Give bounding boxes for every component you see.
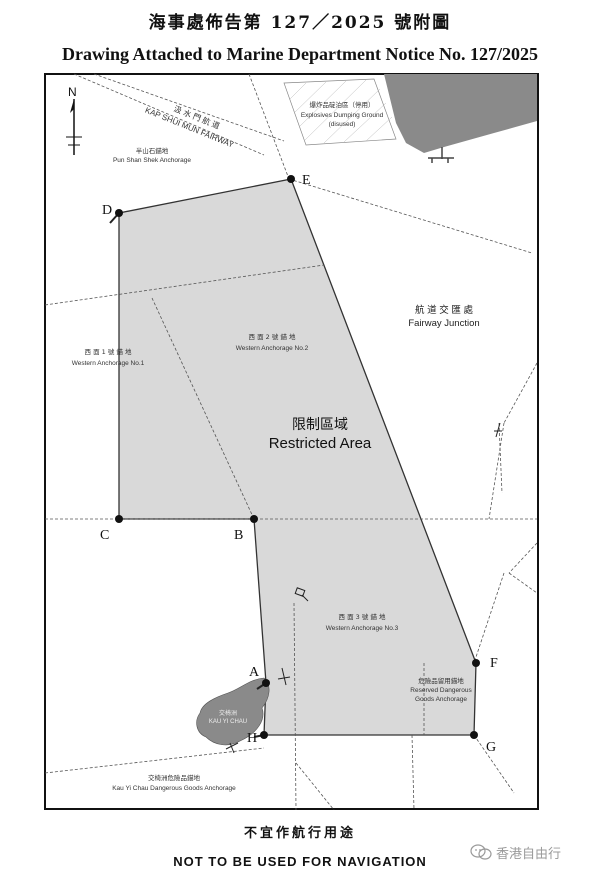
label-point-c: C bbox=[100, 528, 109, 543]
watermark: 香港自由行 bbox=[470, 838, 595, 866]
wechat-icon bbox=[470, 844, 492, 860]
vertex-e bbox=[287, 175, 295, 183]
label-point-e: E bbox=[302, 173, 311, 188]
north-label: N bbox=[68, 85, 77, 99]
vertex-dots bbox=[115, 175, 480, 739]
title-chinese: 海事處佈告第 127／2025 號附圖 bbox=[148, 13, 452, 33]
label-point-f: F bbox=[490, 656, 498, 671]
kau-yi-chau-island bbox=[196, 677, 270, 746]
fairway-junction-label-cn: 航 道 交 匯 處 bbox=[415, 304, 474, 316]
label-point-d: D bbox=[102, 203, 112, 218]
anchorage-boundaries bbox=[44, 73, 538, 811]
buoy-icon bbox=[294, 587, 309, 602]
explosives-ground-box bbox=[283, 78, 397, 146]
kau-yi-chau-label-cn: 交椅洲 bbox=[219, 709, 237, 717]
western-3-label-en: Western Anchorage No.3 bbox=[326, 625, 399, 632]
explosives-label-cn: 爆炸品碇泊區（停用） bbox=[310, 100, 375, 109]
explosives-label-en: Explosives Dumping Ground bbox=[301, 112, 384, 119]
kyc-anchorage-label-en: Kau Yi Chau Dangerous Goods Anchorage bbox=[112, 785, 236, 792]
western-1-label-cn: 西 面 1 號 錨 地 bbox=[85, 347, 132, 356]
marker-icon bbox=[494, 422, 502, 438]
marker-icon-2 bbox=[277, 667, 291, 686]
label-point-a: A bbox=[249, 665, 260, 680]
title-english: Drawing Attached to Marine Department No… bbox=[62, 44, 538, 64]
footer-notice-chinese: 不宜作航行用途 bbox=[243, 826, 356, 841]
reserved-label-cn: 危險品留用錨地 bbox=[418, 676, 464, 685]
western-2-label-en: Western Anchorage No.2 bbox=[236, 345, 309, 352]
map-canvas: E D C B A H G F N 汲 水 門 航 道 KAP SHUI MUN… bbox=[44, 73, 539, 811]
pun-shan-shek-label-en: Pun Shan Shek Anchorage bbox=[113, 157, 191, 164]
restricted-area-label-cn: 限制區域 bbox=[292, 416, 348, 432]
kyc-anchorage-label-cn: 交椅洲危險品錨地 bbox=[148, 773, 201, 782]
reserved-label-en-2: Goods Anchorage bbox=[415, 696, 467, 703]
western-3-label-cn: 西 面 3 號 錨 地 bbox=[339, 612, 386, 621]
reserved-label-en-1: Reserved Dangerous bbox=[410, 687, 472, 694]
vertex-a bbox=[262, 679, 270, 687]
vertex-b bbox=[250, 515, 258, 523]
vertex-f bbox=[472, 659, 480, 667]
north-arrow-icon bbox=[66, 99, 82, 155]
jetty-icon bbox=[428, 147, 454, 163]
fairway-junction-label-en: Fairway Junction bbox=[408, 318, 479, 329]
map-frame: E D C B A H G F N 汲 水 門 航 道 KAP SHUI MUN… bbox=[44, 73, 539, 811]
pun-shan-shek-label-cn: 半山石錨地 bbox=[136, 146, 169, 155]
restricted-area-label-en: Restricted Area bbox=[269, 435, 372, 452]
vertex-c bbox=[115, 515, 123, 523]
kau-yi-chau-label-en: KAU YI CHAU bbox=[209, 719, 247, 725]
label-point-b: B bbox=[234, 528, 243, 543]
western-2-label-cn: 西 面 2 號 錨 地 bbox=[249, 332, 296, 341]
land-mass bbox=[384, 74, 537, 153]
marker-icon-3 bbox=[225, 742, 239, 754]
footer-notice-english: NOT TO BE USED FOR NAVIGATION bbox=[173, 854, 427, 869]
explosives-hatching bbox=[289, 79, 393, 144]
label-point-g: G bbox=[486, 740, 496, 755]
explosives-label-note: (disused) bbox=[329, 121, 356, 128]
label-point-h: H bbox=[247, 731, 257, 746]
vertex-d bbox=[115, 209, 123, 217]
vertex-h bbox=[260, 731, 268, 739]
western-1-label-en: Western Anchorage No.1 bbox=[72, 360, 145, 367]
watermark-text: 香港自由行 bbox=[496, 846, 562, 862]
vertex-g bbox=[470, 731, 478, 739]
